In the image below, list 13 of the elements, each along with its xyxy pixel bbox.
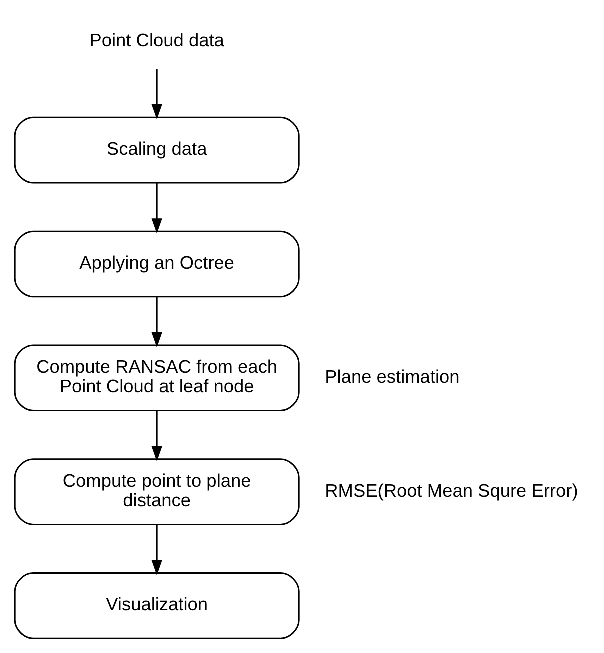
arrow <box>151 411 162 462</box>
node-label: Plane estimation <box>324 366 460 387</box>
node-box: Visualization <box>14 572 300 640</box>
arrow <box>151 183 162 234</box>
node-box: Scaling data <box>14 116 300 184</box>
arrow <box>151 69 162 120</box>
node-text: Point Cloud data <box>89 30 224 50</box>
node-box: Applying an Octree <box>14 230 300 298</box>
node-box: Compute point to plane distance <box>14 458 300 526</box>
node-box: Compute RANSAC from each Point Cloud at leaf node <box>14 344 300 412</box>
arrow <box>151 525 162 576</box>
arrow <box>151 297 162 348</box>
node-label: RMSE(Root Mean Squre Error) <box>324 480 578 501</box>
